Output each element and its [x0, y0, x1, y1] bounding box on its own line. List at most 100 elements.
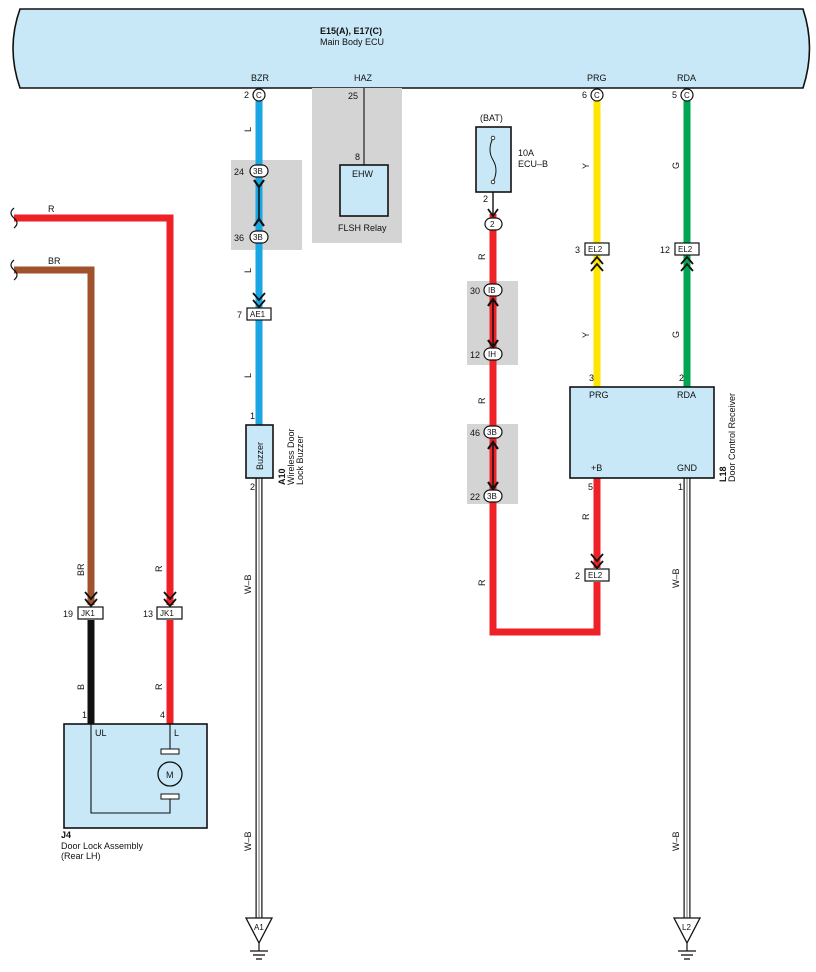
svg-text:30: 30: [470, 286, 480, 296]
receiver-gnd: GND: [677, 463, 698, 473]
svg-text:3: 3: [575, 245, 580, 255]
wire-break-marks: [10, 207, 18, 281]
ae1-connector: AE1 7: [237, 292, 272, 321]
fuse-source: (BAT): [480, 113, 503, 123]
ib-ih-junctions: IB 30 IH 12: [470, 283, 503, 361]
wire-label-y-2: Y: [581, 332, 591, 338]
svg-text:6: 6: [582, 90, 587, 100]
door-control-receiver: 3 2 PRG RDA +B GND 5 1 L18 Door Control …: [569, 373, 737, 492]
receiver-name: Door Control Receiver: [727, 393, 737, 482]
svg-text:12: 12: [660, 245, 670, 255]
wire-label-b: B: [76, 684, 86, 690]
svg-text:M: M: [166, 770, 174, 780]
svg-text:22: 22: [470, 492, 480, 502]
svg-text:3B: 3B: [487, 428, 497, 437]
wire-label-wb-2: W–B: [243, 831, 253, 851]
svg-text:C: C: [684, 91, 690, 100]
buzzer-id: A10: [277, 468, 287, 485]
wire-label-r-top: R: [48, 204, 55, 214]
svg-text:46: 46: [470, 428, 480, 438]
motor-symbol: [157, 761, 183, 787]
ecu-connectors: C 2 25 C 6 C 5: [244, 88, 694, 102]
wire-label-r-left: R: [154, 565, 164, 572]
svg-text:19: 19: [63, 609, 73, 619]
wire-label-r-lock: R: [154, 683, 164, 690]
door-lock-name-1: Door Lock Assembly: [61, 841, 144, 851]
el2-rda-connector: EL2 12: [660, 242, 700, 272]
wire-label-br-1: BR: [76, 563, 86, 576]
wire-br: [14, 266, 95, 605]
wire-labels: R BR L L L W–B W–B R R R Y Y G G R W–B W…: [48, 127, 681, 851]
flsh-relay: 8 EHW FLSH Relay: [338, 152, 389, 233]
svg-text:5: 5: [672, 90, 677, 100]
svg-text:JK1: JK1: [160, 609, 174, 618]
buzzer-label: Buzzer: [255, 442, 265, 470]
wire-fuse-red: [489, 214, 601, 636]
svg-text:7: 7: [237, 310, 242, 320]
svg-text:2: 2: [483, 194, 488, 204]
svg-text:36: 36: [234, 233, 244, 243]
terminal-prg-label: PRG: [587, 73, 607, 83]
svg-text:3B: 3B: [253, 167, 263, 176]
wire-label-r-fuse-1: R: [477, 253, 487, 260]
wire-label-g-1: G: [671, 162, 681, 169]
receiver-rda: RDA: [677, 390, 696, 400]
receiver-b: +B: [591, 463, 602, 473]
svg-text:13: 13: [143, 609, 153, 619]
wire-label-l-3: L: [243, 373, 253, 378]
svg-text:IB: IB: [488, 286, 496, 295]
wire-label-g-2: G: [671, 331, 681, 338]
wire-label-r-fuse-2: R: [477, 397, 487, 404]
svg-text:3B: 3B: [253, 233, 263, 242]
wire-label-br-top: BR: [48, 256, 61, 266]
svg-text:L2: L2: [682, 923, 691, 932]
svg-text:25: 25: [348, 91, 358, 101]
main-body-ecu: E15(A), E17(C) Main Body ECU BZR HAZ PRG…: [12, 8, 811, 89]
svg-text:EL2: EL2: [588, 571, 603, 580]
ground-l2: L2: [672, 917, 702, 960]
receiver-prg: PRG: [589, 390, 609, 400]
ground-a1: A1: [244, 917, 274, 960]
door-lock-ul: UL: [95, 728, 107, 738]
svg-text:3: 3: [589, 373, 594, 383]
svg-text:2: 2: [575, 571, 580, 581]
receiver-id: L18: [718, 466, 728, 482]
svg-text:1: 1: [250, 411, 255, 421]
terminal-haz-label: HAZ: [354, 73, 373, 83]
ecu-subtitle: Main Body ECU: [320, 37, 384, 47]
svg-text:1: 1: [678, 482, 683, 492]
svg-text:A1: A1: [254, 923, 264, 932]
wire-label-y-1: Y: [581, 163, 591, 169]
buzzer-a10: Buzzer 1 2 A10 Wireless Door Lock Buzzer: [245, 411, 305, 492]
wire-label-r-fuse-3: R: [477, 579, 487, 586]
svg-text:IH: IH: [488, 350, 496, 359]
el2-b-connector: EL2 2: [575, 553, 610, 582]
svg-text:2: 2: [250, 482, 255, 492]
svg-text:AE1: AE1: [250, 310, 266, 319]
svg-text:24: 24: [234, 167, 244, 177]
svg-text:2: 2: [244, 90, 249, 100]
svg-text:3B: 3B: [487, 492, 497, 501]
flsh-relay-pin: 8: [355, 152, 360, 162]
wire-label-wb-4: W–B: [671, 831, 681, 851]
fuse-name: ECU–B: [518, 159, 548, 169]
buzzer-name-1: Wireless Door: [286, 428, 296, 485]
svg-text:2: 2: [490, 220, 495, 229]
jk1-br-connector: JK1 19: [63, 591, 104, 620]
r3b-junctions: 3B 46 3B 22: [470, 425, 503, 503]
door-lock-assembly: 1 4 UL L M J4 Door Lock Assembly (Rear L…: [61, 710, 208, 861]
door-lock-name-2: (Rear LH): [61, 851, 101, 861]
wire-label-wb-1: W–B: [243, 574, 253, 594]
door-lock-id: J4: [61, 830, 71, 840]
ecu-title: E15(A), E17(C): [320, 26, 382, 36]
jk1-r-connector: JK1 13: [143, 591, 183, 620]
buzzer-name-2: Lock Buzzer: [295, 435, 305, 485]
terminal-rda-label: RDA: [677, 73, 696, 83]
svg-text:2: 2: [679, 373, 684, 383]
svg-text:4: 4: [160, 710, 165, 720]
svg-text:1: 1: [82, 710, 87, 720]
fuse-rating: 10A: [518, 148, 534, 158]
svg-text:5: 5: [588, 482, 593, 492]
wire-r-left: [14, 214, 174, 605]
